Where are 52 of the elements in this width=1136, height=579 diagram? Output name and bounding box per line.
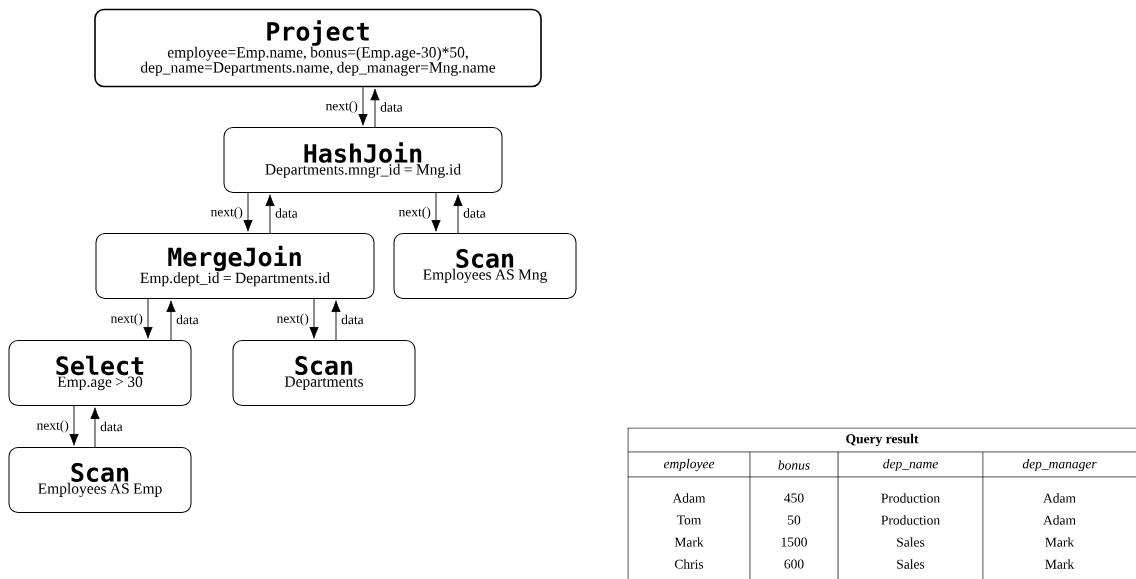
column-header: employee [663,458,715,472]
table-cell: Adam [1043,515,1076,525]
column-header: dep_name [883,458,938,472]
column-header: dep_manager [1022,458,1097,472]
table-cell: Sales [897,537,925,547]
table-cell: 600 [784,559,804,569]
operator-box: HashJoin Departments.mngr_id = Mng.id [223,127,503,193]
table-cell: Mark [1045,537,1075,547]
table-cell: Adam [672,493,706,503]
table-cell: Production [881,493,940,503]
edge-label: data [100,421,123,432]
edge-label: data [463,208,486,218]
arrow [331,300,341,341]
edge-label: next() [276,313,309,326]
table-cell: 50 [788,515,801,525]
arrow [431,192,441,232]
edge-label: data [341,314,364,325]
arrow [309,298,319,339]
table-cell: Sales [897,559,925,569]
edge-label: data [275,208,298,218]
operator-box: Select Emp.age > 30 [8,340,192,406]
arrow [69,405,79,446]
edge-label: data [380,102,403,112]
edge-label: next() [398,206,431,220]
arrow [166,300,176,341]
operator-box: MergeJoin Emp.dept_id = Departments.id [95,233,375,299]
table-cell: Mark [674,537,704,547]
arrow [143,298,153,339]
edge-label: next() [210,206,243,220]
arrow [453,194,463,234]
table-cell: 450 [784,493,804,503]
arrow [358,86,368,126]
table-cell: Adam [1043,493,1076,503]
operator-box: Project employee=Emp.name, bonus=(Emp.age-30)*50, dep_name=Departments.name, dep_manager=Mng.name [94,8,542,88]
arrow [370,88,380,128]
table-cell: Production [881,515,940,525]
table-title: Query result [846,433,919,447]
operator-box: Scan Departments [232,340,416,406]
arrow [90,407,100,448]
edge-label: data [176,314,199,325]
table-cell: Mark [1045,559,1075,569]
column-header: bonus [778,460,810,470]
table-cell: 1500 [781,537,807,547]
operator-box: Scan Employees AS Emp [8,447,192,513]
edge-label: next() [110,313,143,326]
table-cell: Chris [674,559,704,569]
table-cell: Tom [677,515,702,525]
edge-label: next() [325,100,358,114]
operator-box: Scan Employees AS Mng [393,233,577,299]
edge-label: next() [36,420,69,433]
arrow [265,194,275,234]
arrow [243,192,253,232]
